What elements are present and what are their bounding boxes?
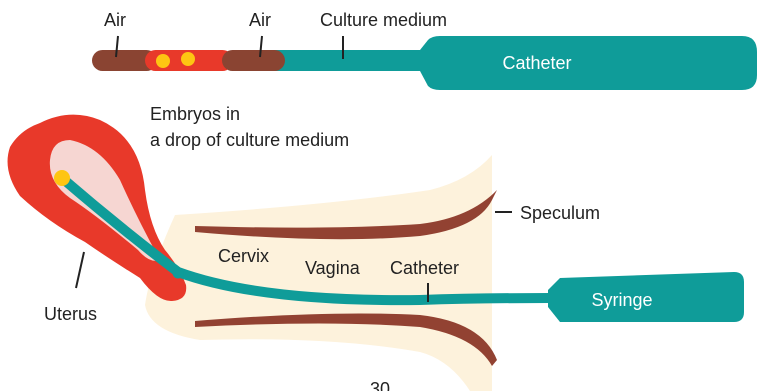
label-embryos-line2: a drop of culture medium xyxy=(150,130,349,150)
label-uterus: Uterus xyxy=(44,304,97,324)
embryo-dot xyxy=(181,52,195,66)
label-speculum: Speculum xyxy=(520,203,600,223)
label-vagina: Vagina xyxy=(305,258,361,278)
catheter-detail: Air Air Culture medium Catheter xyxy=(92,10,757,90)
anatomy-illustration: Embryos in a drop of culture medium Spec… xyxy=(8,104,744,391)
label-syringe: Syringe xyxy=(591,290,652,310)
label-culture-medium: Culture medium xyxy=(320,10,447,30)
embryo-dot xyxy=(156,54,170,68)
catheter-hub-upper xyxy=(420,36,757,90)
page-number: 30 xyxy=(370,379,390,391)
label-air-right: Air xyxy=(249,10,271,30)
label-catheter-upper: Catheter xyxy=(502,53,571,73)
label-embryos-line1: Embryos in xyxy=(150,104,240,124)
leader-uterus xyxy=(76,252,84,288)
catheter-junction-dot xyxy=(173,268,184,279)
air-segment-right xyxy=(222,50,285,71)
label-air-left: Air xyxy=(104,10,126,30)
embryo-drop-dot xyxy=(54,170,70,186)
label-cervix: Cervix xyxy=(218,246,269,266)
catheter-tube-upper xyxy=(270,50,440,71)
label-catheter-lower: Catheter xyxy=(390,258,459,278)
